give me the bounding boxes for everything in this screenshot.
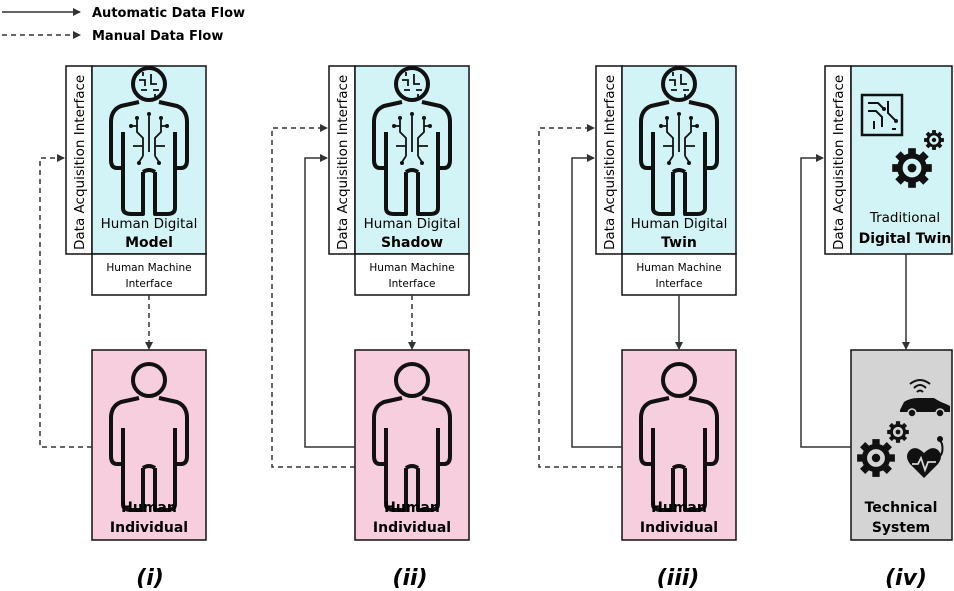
hmi-box — [621, 253, 737, 296]
feedback-automatic — [304, 154, 355, 448]
legend-manual-label: Manual Data Flow — [92, 29, 223, 44]
hmi-line1: Human Machine — [636, 262, 721, 274]
digital-title: Human Digital — [631, 216, 728, 232]
panel-i: Data Acquisition Interface Human Digital… — [39, 65, 207, 591]
individual-line2: Individual — [373, 520, 451, 536]
panel-iv: Data Acquisition Interface Traditional D… — [800, 65, 953, 591]
digital-subtitle: Twin — [661, 235, 697, 251]
panel-iii: Data Acquisition Interface Human Digital… — [538, 65, 737, 591]
chip-icon — [860, 93, 904, 137]
panel-label: (iv) — [885, 566, 927, 591]
panel-label: (ii) — [392, 566, 427, 591]
data-acquisition-label: Data Acquisition Interface — [335, 75, 351, 250]
data-acquisition-label: Data Acquisition Interface — [602, 75, 618, 250]
digital-title: Human Digital — [364, 216, 461, 232]
legend: Automatic Data Flow Manual Data Flow — [2, 6, 245, 44]
data-acquisition-box — [595, 65, 623, 255]
panel-label: (iii) — [657, 566, 700, 591]
hmi-line1: Human Machine — [106, 262, 191, 274]
data-acquisition-label: Data Acquisition Interface — [72, 75, 88, 250]
feedback-manual — [39, 154, 92, 448]
hmi-line2: Interface — [125, 278, 172, 290]
data-acquisition-label: Data Acquisition Interface — [831, 75, 847, 250]
gear-small-icon — [885, 419, 911, 445]
hmi-line1: Human Machine — [369, 262, 454, 274]
feedback-automatic — [800, 154, 851, 448]
panel-label: (i) — [136, 566, 164, 591]
digital-subtitle: Digital Twin — [859, 231, 952, 247]
feedback-manual — [271, 124, 355, 468]
feedback-automatic — [571, 154, 622, 448]
legend-automatic-label: Automatic Data Flow — [92, 6, 245, 21]
gear-icon — [892, 148, 932, 188]
individual-line1: Human — [121, 500, 177, 516]
digital-subtitle: Model — [125, 235, 173, 251]
hmi-line2: Interface — [655, 278, 702, 290]
data-acquisition-box — [328, 65, 356, 255]
feedback-manual — [538, 124, 622, 468]
digital-title: Human Digital — [101, 216, 198, 232]
individual-line1: Human — [651, 500, 707, 516]
individual-line1: Human — [384, 500, 440, 516]
hmi-line2: Interface — [388, 278, 435, 290]
data-acquisition-box — [824, 65, 852, 255]
system-line1: Technical — [865, 500, 938, 516]
system-line2: System — [872, 520, 930, 536]
individual-line2: Individual — [110, 520, 188, 536]
panel-ii: Data Acquisition Interface Human Digital… — [271, 65, 470, 591]
gear-small-icon — [922, 128, 946, 152]
digital-title: Traditional — [869, 210, 940, 226]
heart-monitor-icon — [907, 436, 944, 478]
individual-line2: Individual — [640, 520, 718, 536]
gear-icon — [857, 439, 895, 477]
connected-car-icon — [900, 379, 950, 418]
digital-subtitle: Shadow — [381, 235, 443, 251]
hmi-box — [91, 253, 207, 296]
